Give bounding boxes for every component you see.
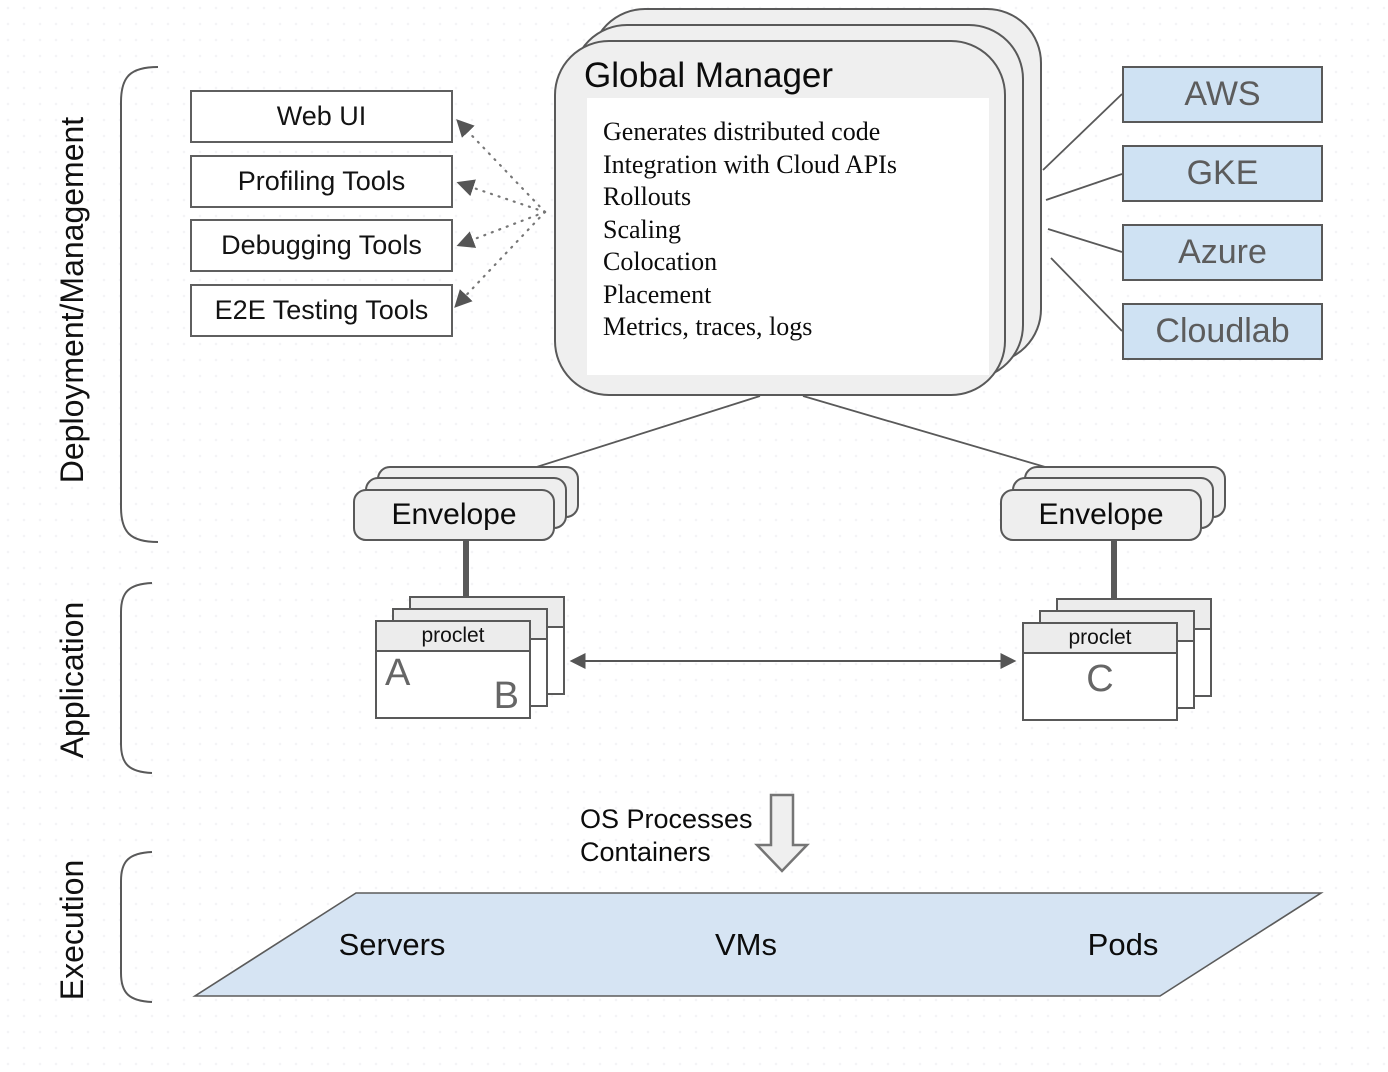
gm-feature-item: Generates distributed code xyxy=(603,117,881,146)
gm-feature-item: Rollouts xyxy=(603,182,692,211)
tool-box-label: Web UI xyxy=(276,101,367,131)
tool-box-label: E2E Testing Tools xyxy=(214,295,429,325)
bracket-application xyxy=(120,582,153,774)
proclet-label-b: B xyxy=(493,675,519,717)
envelope-label: Envelope xyxy=(1038,498,1164,531)
platform-label-pods: Pods xyxy=(1087,927,1159,962)
gm-feature-item: Colocation xyxy=(603,247,718,276)
gm-to-web-ui-dotted-arrow xyxy=(456,119,547,214)
caption-os-processes: OS Processes xyxy=(580,804,753,834)
section-label-execution: Execution xyxy=(54,859,90,1001)
gm-feature-item: Scaling xyxy=(603,214,681,244)
gm-to-debugging-dotted-arrow xyxy=(456,210,547,248)
bracket-deployment-management xyxy=(120,66,159,543)
gm-to-gke-line xyxy=(1045,173,1123,201)
tool-box-e2e-testing-tools: E2E Testing Tools xyxy=(190,284,453,337)
tool-box-debugging-tools: Debugging Tools xyxy=(190,219,453,272)
bracket-execution xyxy=(120,851,153,1003)
gm-to-profiling-dotted-arrow xyxy=(456,179,547,214)
cloud-box-label: GKE xyxy=(1186,154,1259,192)
caption-containers: Containers xyxy=(580,837,711,867)
tool-box-web-ui: Web UI xyxy=(190,90,453,143)
cloud-box-label: AWS xyxy=(1184,75,1261,113)
global-manager-feature-panel: Generates distributed code Integration w… xyxy=(587,98,989,375)
gm-feature-item: Integration with Cloud APIs xyxy=(603,149,897,179)
section-label-deployment-management: Deployment/Management xyxy=(54,116,90,484)
proclet-header: proclet xyxy=(1024,624,1176,654)
gm-feature-item: Metrics, traces, logs xyxy=(603,312,813,341)
gm-to-azure-line xyxy=(1047,228,1123,253)
tool-box-label: Debugging Tools xyxy=(221,230,422,260)
gm-feature-item: Placement xyxy=(603,279,712,309)
gm-to-aws-line xyxy=(1042,93,1123,171)
platform-label-servers: Servers xyxy=(338,927,446,962)
down-block-arrow-icon xyxy=(754,793,810,873)
tool-box-profiling-tools: Profiling Tools xyxy=(190,155,453,208)
proclet-header: proclet xyxy=(377,622,529,652)
proclet-header-label: proclet xyxy=(1068,626,1132,649)
proclet-header-label: proclet xyxy=(421,624,485,647)
proclet-card-ab: proclet A B xyxy=(375,620,531,719)
tool-box-label: Profiling Tools xyxy=(237,166,406,196)
platform-label-vms: VMs xyxy=(715,927,777,962)
proclet-card-c: proclet C xyxy=(1022,622,1178,721)
global-manager-title: Global Manager xyxy=(584,56,834,95)
execution-parallelogram xyxy=(192,892,1324,997)
cloud-box-cloudlab: Cloudlab xyxy=(1122,303,1323,360)
section-label-application: Application xyxy=(54,601,90,759)
envelope-left: Envelope xyxy=(353,489,555,541)
cloud-box-azure: Azure xyxy=(1122,224,1323,281)
envelope-right: Envelope xyxy=(1000,489,1202,541)
envelope-label: Envelope xyxy=(391,498,517,531)
cloud-box-gke: GKE xyxy=(1122,145,1323,202)
gm-to-e2e-dotted-arrow xyxy=(454,210,547,308)
global-manager-box: Global Manager Generates distributed cod… xyxy=(554,40,1006,396)
proclet-label-a: A xyxy=(385,652,411,694)
proclet-label-c: C xyxy=(1086,658,1114,700)
cloud-box-aws: AWS xyxy=(1122,66,1323,123)
cloud-box-label: Cloudlab xyxy=(1155,312,1290,350)
cloud-box-label: Azure xyxy=(1178,233,1267,271)
gm-to-cloudlab-line xyxy=(1050,257,1123,332)
execution-caption: OS Processes Containers xyxy=(580,803,753,869)
